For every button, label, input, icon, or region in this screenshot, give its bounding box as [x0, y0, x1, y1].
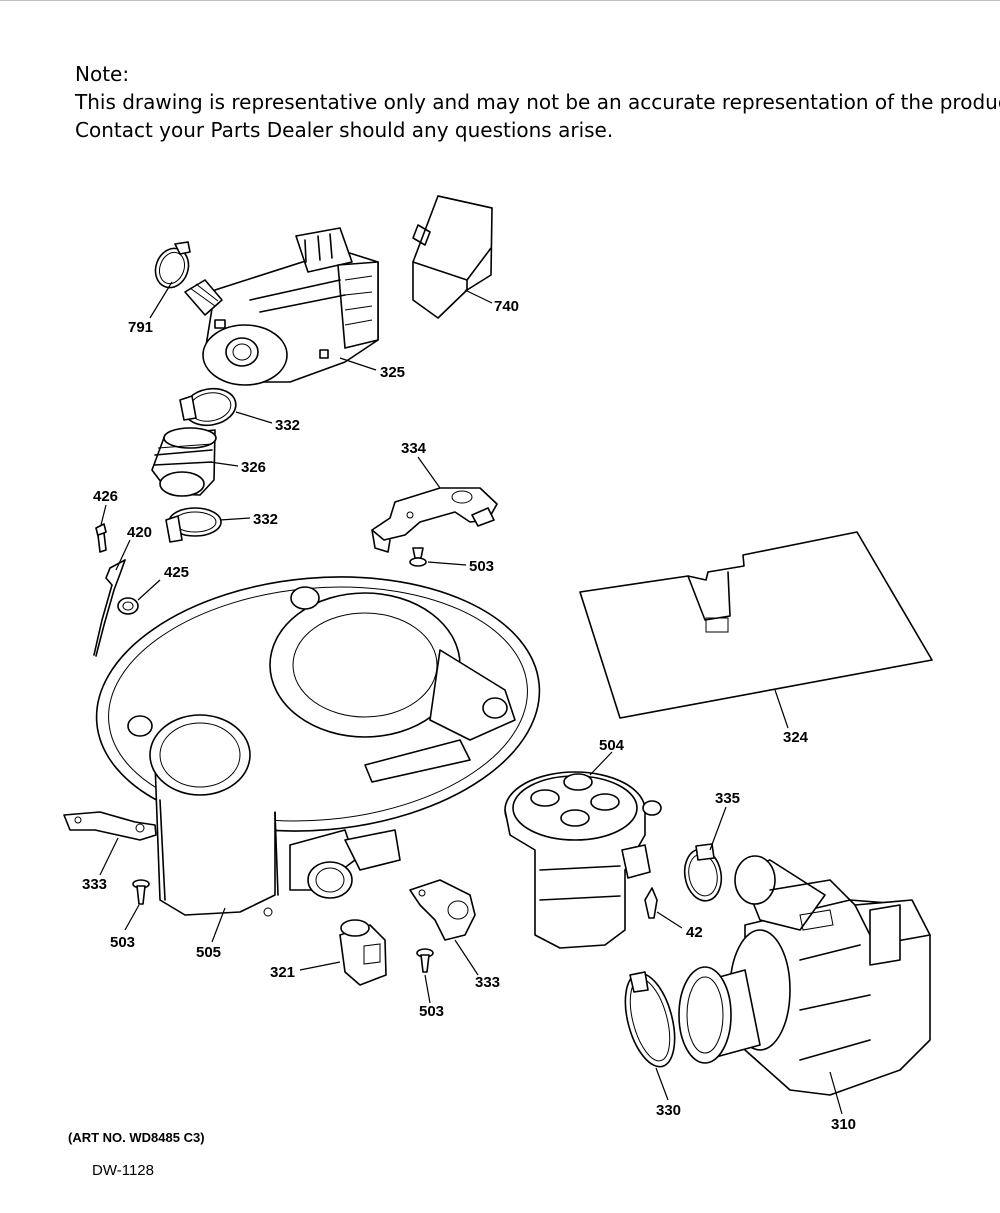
label-330: 330 [656, 1102, 681, 1119]
part-332-clamp-lower [165, 507, 222, 543]
label-503-middle: 503 [419, 1003, 444, 1020]
top-border-line [0, 0, 1000, 1]
diagram-id: DW-1128 [92, 1162, 154, 1179]
label-503-top: 503 [469, 558, 494, 575]
part-504-diverter-valve [504, 771, 662, 949]
part-325-drain-pump [184, 227, 379, 386]
label-42: 42 [686, 924, 703, 941]
label-425: 425 [164, 564, 189, 581]
part-334-bracket [371, 487, 498, 553]
label-332-lower: 332 [253, 511, 278, 528]
label-505: 505 [196, 944, 221, 961]
label-326: 326 [241, 459, 266, 476]
part-310-circulation-pump [689, 855, 931, 1096]
note-heading: Note: [75, 62, 130, 86]
part-321-turbidity-sensor [339, 919, 387, 986]
label-325: 325 [380, 364, 405, 381]
part-332-clamp-upper [179, 387, 237, 427]
leader-lines [99, 281, 843, 1115]
label-420: 420 [127, 524, 152, 541]
part-503-screw-middle [416, 948, 434, 973]
label-426: 426 [93, 488, 118, 505]
note-line-2: Contact your Parts Dealer should any que… [75, 118, 614, 142]
art-number: (ART NO. WD8485 C3) [68, 1130, 205, 1145]
label-321: 321 [270, 964, 295, 981]
label-334: 334 [401, 440, 427, 457]
disclaimer-note: Note: This drawing is representative onl… [75, 60, 1000, 144]
part-420-wire-pin [93, 559, 126, 657]
part-labels: 791 740 325 332 326 332 334 426 420 425 … [82, 298, 856, 1133]
part-42-pin [644, 887, 658, 919]
part-326-drain-hose-connector [151, 427, 217, 497]
label-324: 324 [783, 729, 809, 746]
label-310: 310 [831, 1116, 856, 1133]
label-332-upper: 332 [275, 417, 300, 434]
part-330-hose-clamp [624, 966, 732, 1068]
label-333-middle: 333 [475, 974, 500, 991]
part-324-insulation-pad [579, 531, 933, 719]
part-505-sump-housing [95, 576, 541, 917]
part-333-gasket-left [63, 811, 157, 841]
part-503-screw-top [409, 547, 427, 567]
part-335-hose-clamp [683, 843, 723, 902]
part-425-grommet [117, 597, 139, 615]
part-791-hose-clamp [154, 241, 191, 289]
label-333-left: 333 [82, 876, 107, 893]
part-740-cover [412, 195, 493, 319]
label-335: 335 [715, 790, 740, 807]
note-line-1: This drawing is representative only and … [75, 90, 1000, 114]
label-740: 740 [494, 298, 519, 315]
part-426-screw [95, 523, 107, 553]
label-504: 504 [599, 737, 625, 754]
label-791: 791 [128, 319, 153, 336]
part-333-bracket-middle [409, 879, 476, 941]
part-503-screw-left [132, 879, 150, 905]
label-503-left: 503 [110, 934, 135, 951]
